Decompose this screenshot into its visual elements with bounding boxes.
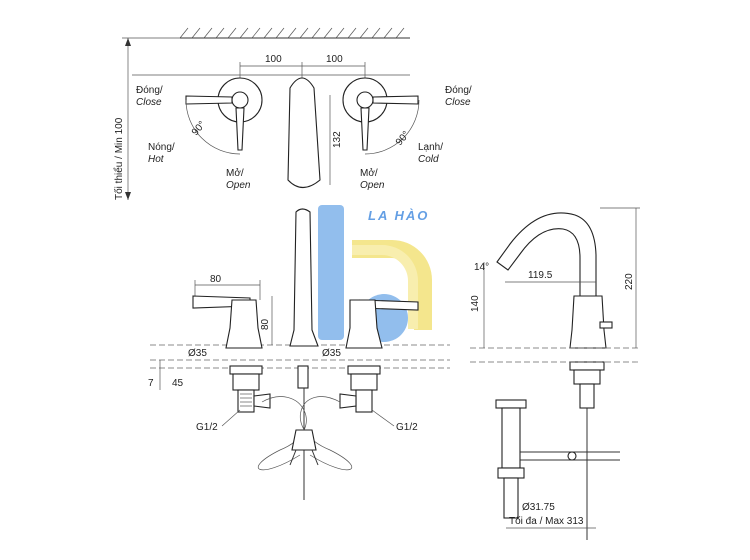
close-right-vi: Đóng/ [445,85,472,96]
min-distance-label: Tối thiểu / Min 100 [113,117,125,200]
drain-cap [495,399,527,409]
dim-right-100: 100 [326,54,343,65]
dim-left-100: 100 [265,54,282,65]
open-right-vi: Mở/ [360,167,378,179]
spout-side [496,212,597,297]
drain-dia: Ø31.75 [522,502,555,513]
close-left-vi: Đóng/ [136,85,163,96]
height-spout: 140 [470,295,481,312]
dim-depth-prefix: 7 [148,378,154,389]
spout-front [289,208,319,347]
left-valve-body [225,299,263,349]
front-view: 80 80 Ø35 Ø35 7 45 [148,208,450,500]
dim-handle-width: 80 [210,274,222,285]
close-right-en: Close [445,97,471,108]
watermark-text: LA HÀO [368,208,429,223]
close-left-en: Close [136,97,162,108]
height-total: 220 [624,273,635,290]
dim-handle-height: 80 [260,318,271,330]
cold-vi: Lạnh/ [418,142,443,153]
open-left-vi: Mở/ [226,167,244,179]
tee-connector [291,429,317,451]
cold-en: Cold [418,154,439,165]
dia-right: Ø35 [322,348,341,359]
angle-left: 90° [190,119,208,138]
thread-left: G1/2 [196,422,218,433]
reach-dim: 119.5 [528,270,553,281]
side-view: 119.5 14° 140 220 Ø31.75 Tối đa / Max 31… [470,207,640,540]
dia-left: Ø35 [188,348,207,359]
open-right-en: Open [360,180,385,191]
top-view: Tối thiểu / Min 100 100 100 90° 132 90° … [113,27,472,200]
spout-top [287,77,321,189]
thread-right: G1/2 [396,422,418,433]
max-label: Tối đa / Max 313 [509,515,584,527]
dim-spout-132: 132 [332,131,343,148]
hot-en: Hot [148,154,165,165]
angle-right: 90° [394,129,412,148]
dim-depth: 45 [172,378,184,389]
open-left-en: Open [226,180,251,191]
hot-vi: Nóng/ [148,142,175,153]
right-valve-body [345,299,383,349]
angle-side: 14° [474,262,489,273]
